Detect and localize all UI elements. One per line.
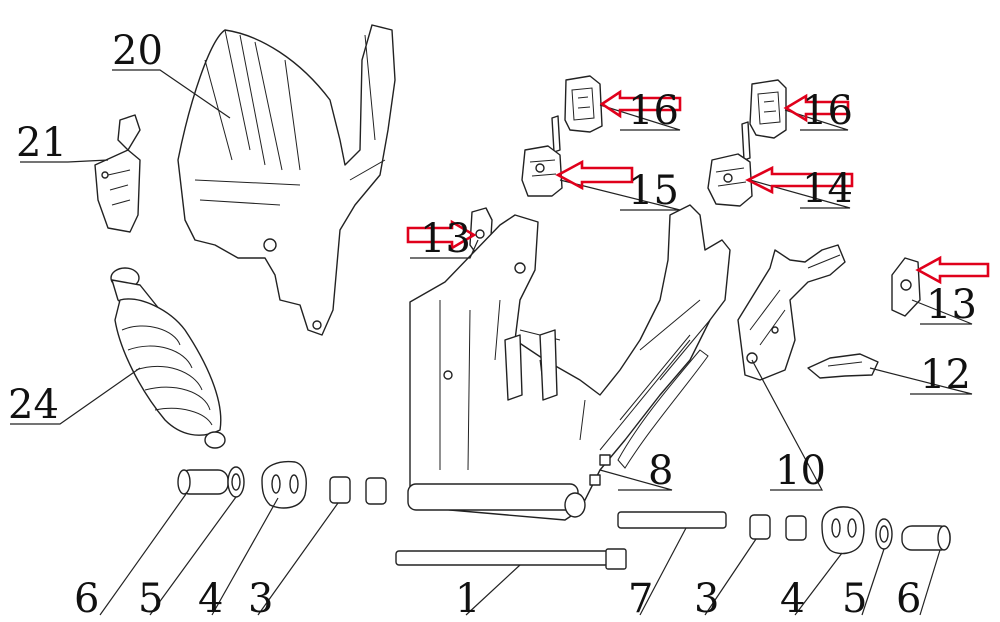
- callout-4-left: 4: [198, 576, 223, 622]
- callout-6-right: 6: [896, 576, 921, 622]
- part-16-rubber-block-left: [564, 75, 603, 133]
- part-13-plate-right: [891, 257, 921, 317]
- part-24-shock-absorber: [110, 267, 226, 449]
- part-20-rear-fender: [177, 24, 396, 336]
- part-3-bushing-left: [329, 476, 387, 505]
- red-arrows: [406, 89, 990, 285]
- part-7-sleeve: [617, 511, 727, 529]
- part-1-axle-bolt: [395, 548, 627, 570]
- callout-numbers: 20 21 24 16 15 16 14 13 13 12 10 8 6 5 4…: [8, 28, 977, 622]
- part-10-bracket: [737, 244, 846, 381]
- callout-14: 14: [802, 166, 853, 212]
- part-3-bushing-right: [749, 514, 807, 541]
- callout-4-right: 4: [780, 576, 805, 622]
- callout-3-right: 3: [694, 576, 719, 622]
- callout-20: 20: [112, 28, 163, 74]
- arrow-to-part-16-left: [599, 89, 682, 119]
- callout-1: 1: [455, 576, 480, 622]
- part-15-bracket: [521, 115, 563, 197]
- part-5-washer-right: [875, 518, 893, 550]
- part-5-washer-left: [227, 466, 245, 498]
- part-14-bracket: [707, 121, 753, 207]
- callout-24: 24: [8, 382, 59, 428]
- part-16-rubber-block-right: [749, 79, 787, 139]
- arrow-to-part-16-right: [783, 93, 850, 123]
- callout-16-left: 16: [628, 88, 679, 134]
- arrow-to-part-15: [555, 159, 634, 191]
- arrow-to-part-14: [745, 165, 854, 195]
- callout-3-left: 3: [248, 576, 273, 622]
- callout-5-left: 5: [138, 576, 163, 622]
- callout-15: 15: [628, 168, 679, 214]
- part-8-swing-arm: [407, 204, 731, 521]
- callout-6-left: 6: [74, 576, 99, 622]
- part-6-bushing-left: [177, 469, 229, 495]
- part-12-plate: [807, 353, 879, 379]
- part-21-bracket: [94, 114, 141, 233]
- part-6-bushing-right: [901, 525, 951, 551]
- callout-12: 12: [920, 352, 971, 398]
- callout-21: 21: [16, 120, 67, 166]
- part-4-bracket-right: [821, 506, 865, 555]
- leader-lines: [10, 69, 973, 616]
- callout-7: 7: [628, 576, 653, 622]
- arrow-to-part-13-left: [406, 219, 477, 251]
- callout-13-left: 13: [420, 216, 471, 262]
- callout-16-right: 16: [802, 88, 853, 134]
- callout-8: 8: [648, 448, 673, 494]
- callout-5-right: 5: [842, 576, 867, 622]
- callout-10: 10: [775, 448, 826, 494]
- arrow-to-part-13-right: [915, 255, 990, 285]
- callout-13-right: 13: [926, 282, 977, 328]
- part-4-bracket-left: [261, 460, 307, 509]
